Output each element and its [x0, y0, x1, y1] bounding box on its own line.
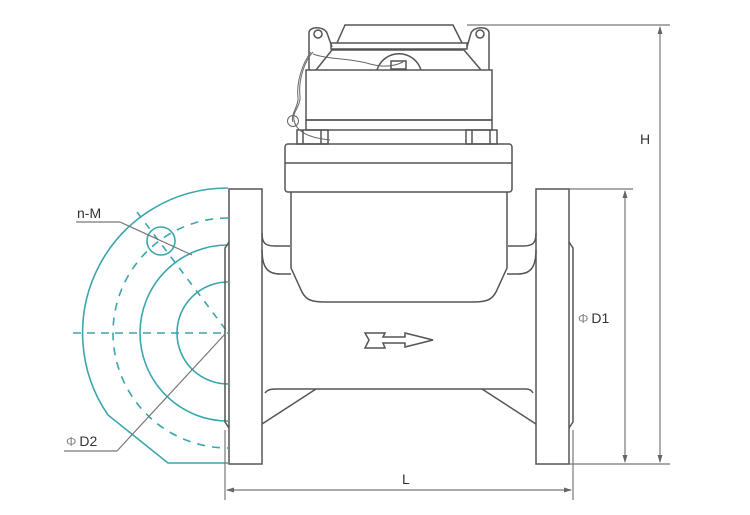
meter-body [224, 24, 574, 465]
length-text: L [402, 471, 410, 487]
flow-direction-arrow-icon [363, 332, 434, 349]
d2-text: D2 [79, 433, 98, 449]
bolt-hole [146, 226, 176, 256]
d1-text: D1 [591, 310, 610, 326]
left-flange [228, 188, 263, 465]
height-text: H [640, 131, 651, 147]
right-flange [535, 188, 570, 465]
length-label: L [402, 472, 410, 486]
seal-wire [287, 51, 404, 141]
dimension-lines [64, 24, 670, 500]
seal-icon [287, 115, 299, 127]
diameter-symbol-icon: Φ [578, 311, 589, 326]
flange-end-view [73, 187, 229, 464]
diameter-symbol-icon: Φ [66, 434, 77, 449]
n-m-text: n-M [77, 205, 102, 221]
height-label: H [640, 132, 650, 146]
bolt-holes-label: n-M [77, 206, 101, 220]
